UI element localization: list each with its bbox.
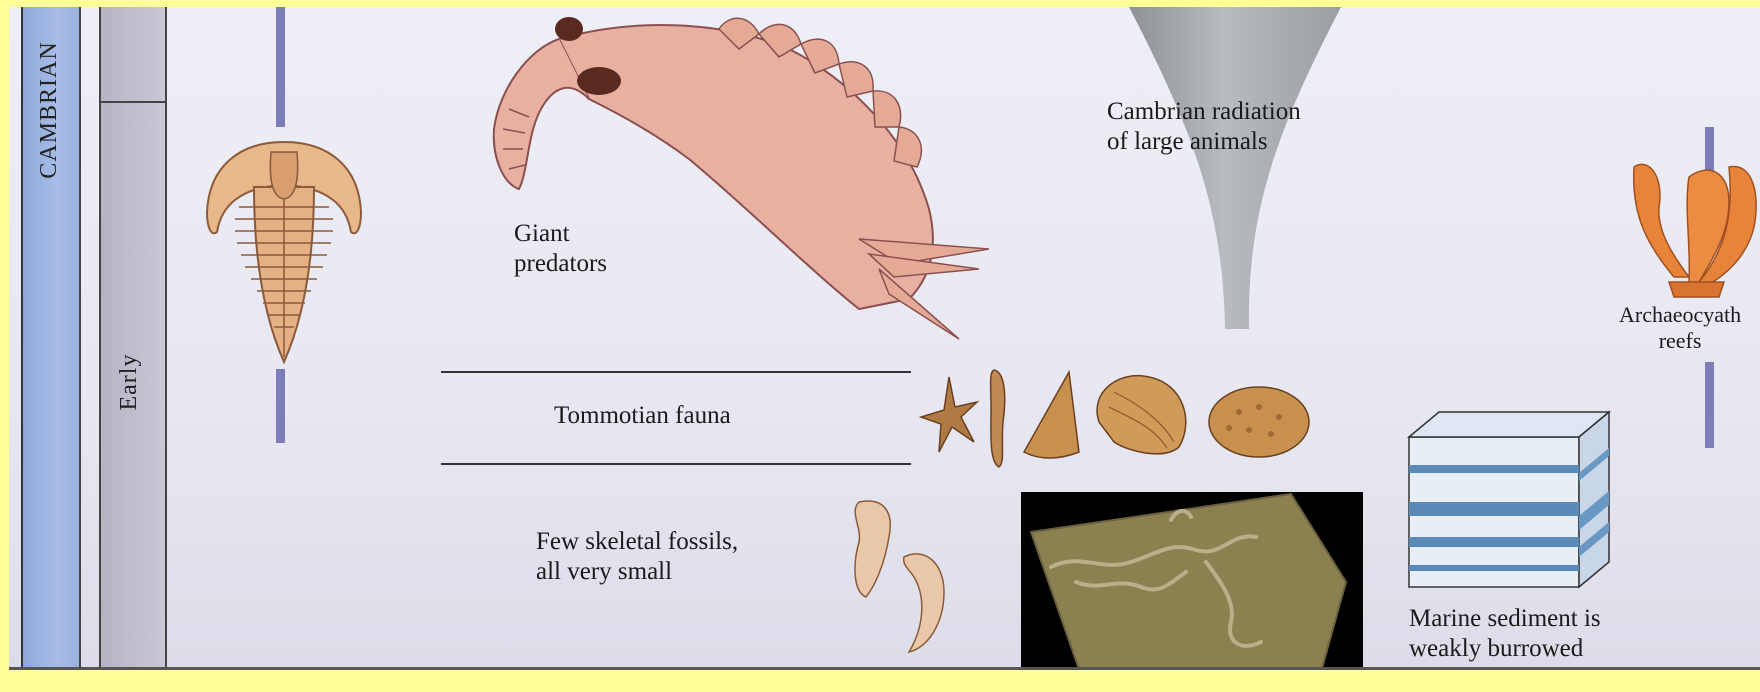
cambrian-radiation-line-2: of large animals [1107,127,1301,157]
giant-predators-label: Giant predators [514,219,607,279]
timeline-bar-mid [276,369,285,443]
marine-sediment-label: Marine sediment is weakly burrowed [1409,604,1601,664]
subperiod-label: Early [116,332,146,432]
anomalocaris-icon [489,9,1029,344]
tommotian-fossils-icon [919,362,1319,472]
bottom-strip [9,670,1760,687]
era-label: CAMBRIAN [36,30,66,190]
archaeocyath-line-2: reefs [1619,328,1741,354]
few-skeletal-label: Few skeletal fossils, all very small [536,527,738,587]
archaeocyath-reef-icon [1629,157,1760,307]
marine-sediment-line-2: weakly burrowed [1409,634,1601,664]
tommotian-bottom-line [441,463,911,465]
radiation-lens [1129,7,1341,329]
sediment-block-icon [1399,407,1629,597]
timeline-bar-right-bottom [1705,362,1714,448]
few-skeletal-line-2: all very small [536,557,738,587]
diagram-page: CAMBRIAN Early [9,7,1760,687]
tommotian-fauna-label: Tommotian fauna [554,401,731,431]
timeline-bar-top [276,7,285,127]
few-skeletal-line-1: Few skeletal fossils, [536,527,738,557]
small-fossils-icon [844,497,974,657]
cambrian-radiation-label: Cambrian radiation of large animals [1107,97,1301,157]
tommotian-top-line [441,371,911,373]
giant-predators-line-2: predators [514,249,607,279]
cambrian-radiation-line-1: Cambrian radiation [1107,97,1301,127]
subperiod-divider [99,101,165,103]
trace-fossil-image [1021,492,1363,675]
frame-left-line [21,7,23,669]
trace-fossil-photo [1021,492,1363,675]
marine-sediment-line-1: Marine sediment is [1409,604,1601,634]
archaeocyath-label: Archaeocyath reefs [1619,302,1741,355]
giant-predators-line-1: Giant [514,219,607,249]
trilobite-icon [199,137,369,367]
